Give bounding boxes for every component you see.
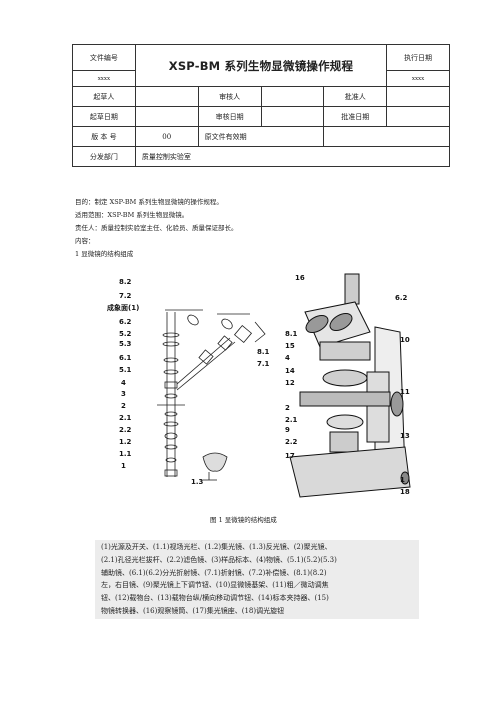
fig-label: 2.1 [119, 414, 132, 422]
fig-label: 8.2 [119, 278, 132, 286]
microscope-structure-figure: 8.2 7.2 成象面(1) 6.2 5.2 5.3 6.1 5.1 4 3 2… [107, 273, 411, 498]
fig-label: 2 [121, 402, 126, 410]
fig-label: 4 [285, 354, 290, 362]
fig-label: 1.2 [119, 438, 132, 446]
figure-legend: (1)光源及开关、(1.1)视场光栏、(1.2)集光镜、(1.3)反光镜、(2)… [95, 540, 419, 619]
fig-label: 12 [285, 379, 295, 387]
purpose-text: 目的：制定 XSP-BM 系列生物显微镜的操作规程。 [75, 198, 223, 206]
draft-date-label: 起草日期 [72, 106, 136, 127]
approve-date-label: 批准日期 [323, 106, 388, 127]
drafter-value [134, 86, 199, 107]
version-label: 版 本 号 [72, 126, 136, 147]
fig-label: 6.2 [119, 318, 132, 326]
fig-label: 2.2 [119, 426, 132, 434]
fig-label: 10 [400, 336, 410, 344]
fig-label: 7.1 [257, 360, 270, 368]
legend-line: 物镜转换器、(16)观察镜筒、(17)集光镜座、(18)调光旋钮 [101, 606, 285, 615]
fig-label: 2 [285, 404, 290, 412]
reviewer-value [260, 86, 325, 107]
legend-line: (1)光源及开关、(1.1)视场光栏、(1.2)集光镜、(1.3)反光镜、(2)… [101, 543, 332, 551]
fig-label: 17 [285, 452, 295, 460]
review-date-label: 审核日期 [197, 106, 262, 127]
legend-line: 左，右目镜、(9)聚光镜上下调节钮、(10)显微镜基架、(11)粗／微动调焦 [101, 581, 329, 590]
orig-valid-value [323, 126, 450, 147]
exec-date-value: xxxx [386, 70, 450, 87]
fig-label: 2.1 [285, 416, 298, 424]
exec-date-label: 执行日期 [386, 44, 450, 71]
fig-label: 6.1 [119, 354, 132, 362]
fig-label: 9 [285, 426, 290, 434]
fig-label: 8.1 [257, 348, 270, 356]
microscope-drawing [289, 273, 411, 498]
fig-label: 8.1 [285, 330, 298, 338]
approver-value [386, 86, 450, 107]
responsibility-text: 责任人：质量控制实验室主任、化验员、质量保证部长。 [75, 224, 238, 232]
doc-no-label: 文件编号 [72, 44, 136, 71]
fig-label: 1 [121, 462, 126, 470]
scope-text: 适用范围：XSP-BM 系列生物显微镜。 [75, 211, 189, 219]
legend-line: 钮、(12)载物台、(13)载物台纵/横向移动调节钮、(14)标本夹持器、(15… [101, 594, 329, 603]
section-heading: 1 显微镜的结构组成 [75, 250, 134, 258]
document-header-table: 文件编号 XSP-BM 系列生物显微镜操作规程 执行日期 xxxx xxxx 起… [72, 44, 451, 167]
fig-label: 5.3 [119, 340, 132, 348]
fig-label: 5.1 [119, 366, 132, 374]
review-date-value [260, 106, 325, 127]
fig-label: 15 [285, 342, 295, 350]
draft-date-value [134, 106, 199, 127]
fig-label: 1.3 [191, 478, 204, 486]
fig-label: 18 [400, 488, 410, 496]
version-value: 00 [134, 126, 199, 147]
reviewer-label: 审核人 [197, 86, 262, 107]
doc-no-value: xxxx [72, 70, 136, 87]
fig-label: 4 [121, 379, 126, 387]
figure-caption: 图 1 显微镜的结构组成 [210, 516, 277, 524]
legend-line: (2.1)孔径光栏拔杆、(2.2)滤色镜、(3)样品标本、(4)物镜、(5.1)… [101, 555, 337, 564]
dept-value: 质量控制实验室 [134, 146, 451, 167]
legend-line: 辅助镜、(6.1)(6.2)分光折射镜、(7.1)折射镜、(7.2)补偿镜、(8… [101, 568, 327, 577]
approve-date-value [386, 106, 450, 127]
content-heading: 内容： [75, 237, 95, 245]
fig-label: 5.2 [119, 330, 132, 338]
approver-label: 批准人 [323, 86, 388, 107]
fig-label: 13 [400, 432, 410, 440]
document-title: XSP-BM 系列生物显微镜操作规程 [134, 44, 388, 87]
fig-label: 成象面(1) [107, 303, 139, 312]
fig-label: 11 [400, 388, 410, 396]
dept-label: 分发部门 [72, 146, 136, 167]
fig-label: 14 [285, 367, 295, 375]
orig-valid-label: 原文件有效期 [197, 126, 325, 147]
fig-label: 1 [400, 476, 405, 484]
fig-label: 7.2 [119, 292, 132, 300]
optical-path-diagram [157, 309, 266, 481]
fig-label: 2.2 [285, 438, 298, 446]
fig-label: 1.1 [119, 450, 132, 458]
fig-label: 3 [121, 390, 126, 398]
drafter-label: 起草人 [72, 86, 136, 107]
fig-label: 16 [295, 274, 305, 282]
fig-label: 6.2 [395, 294, 408, 302]
